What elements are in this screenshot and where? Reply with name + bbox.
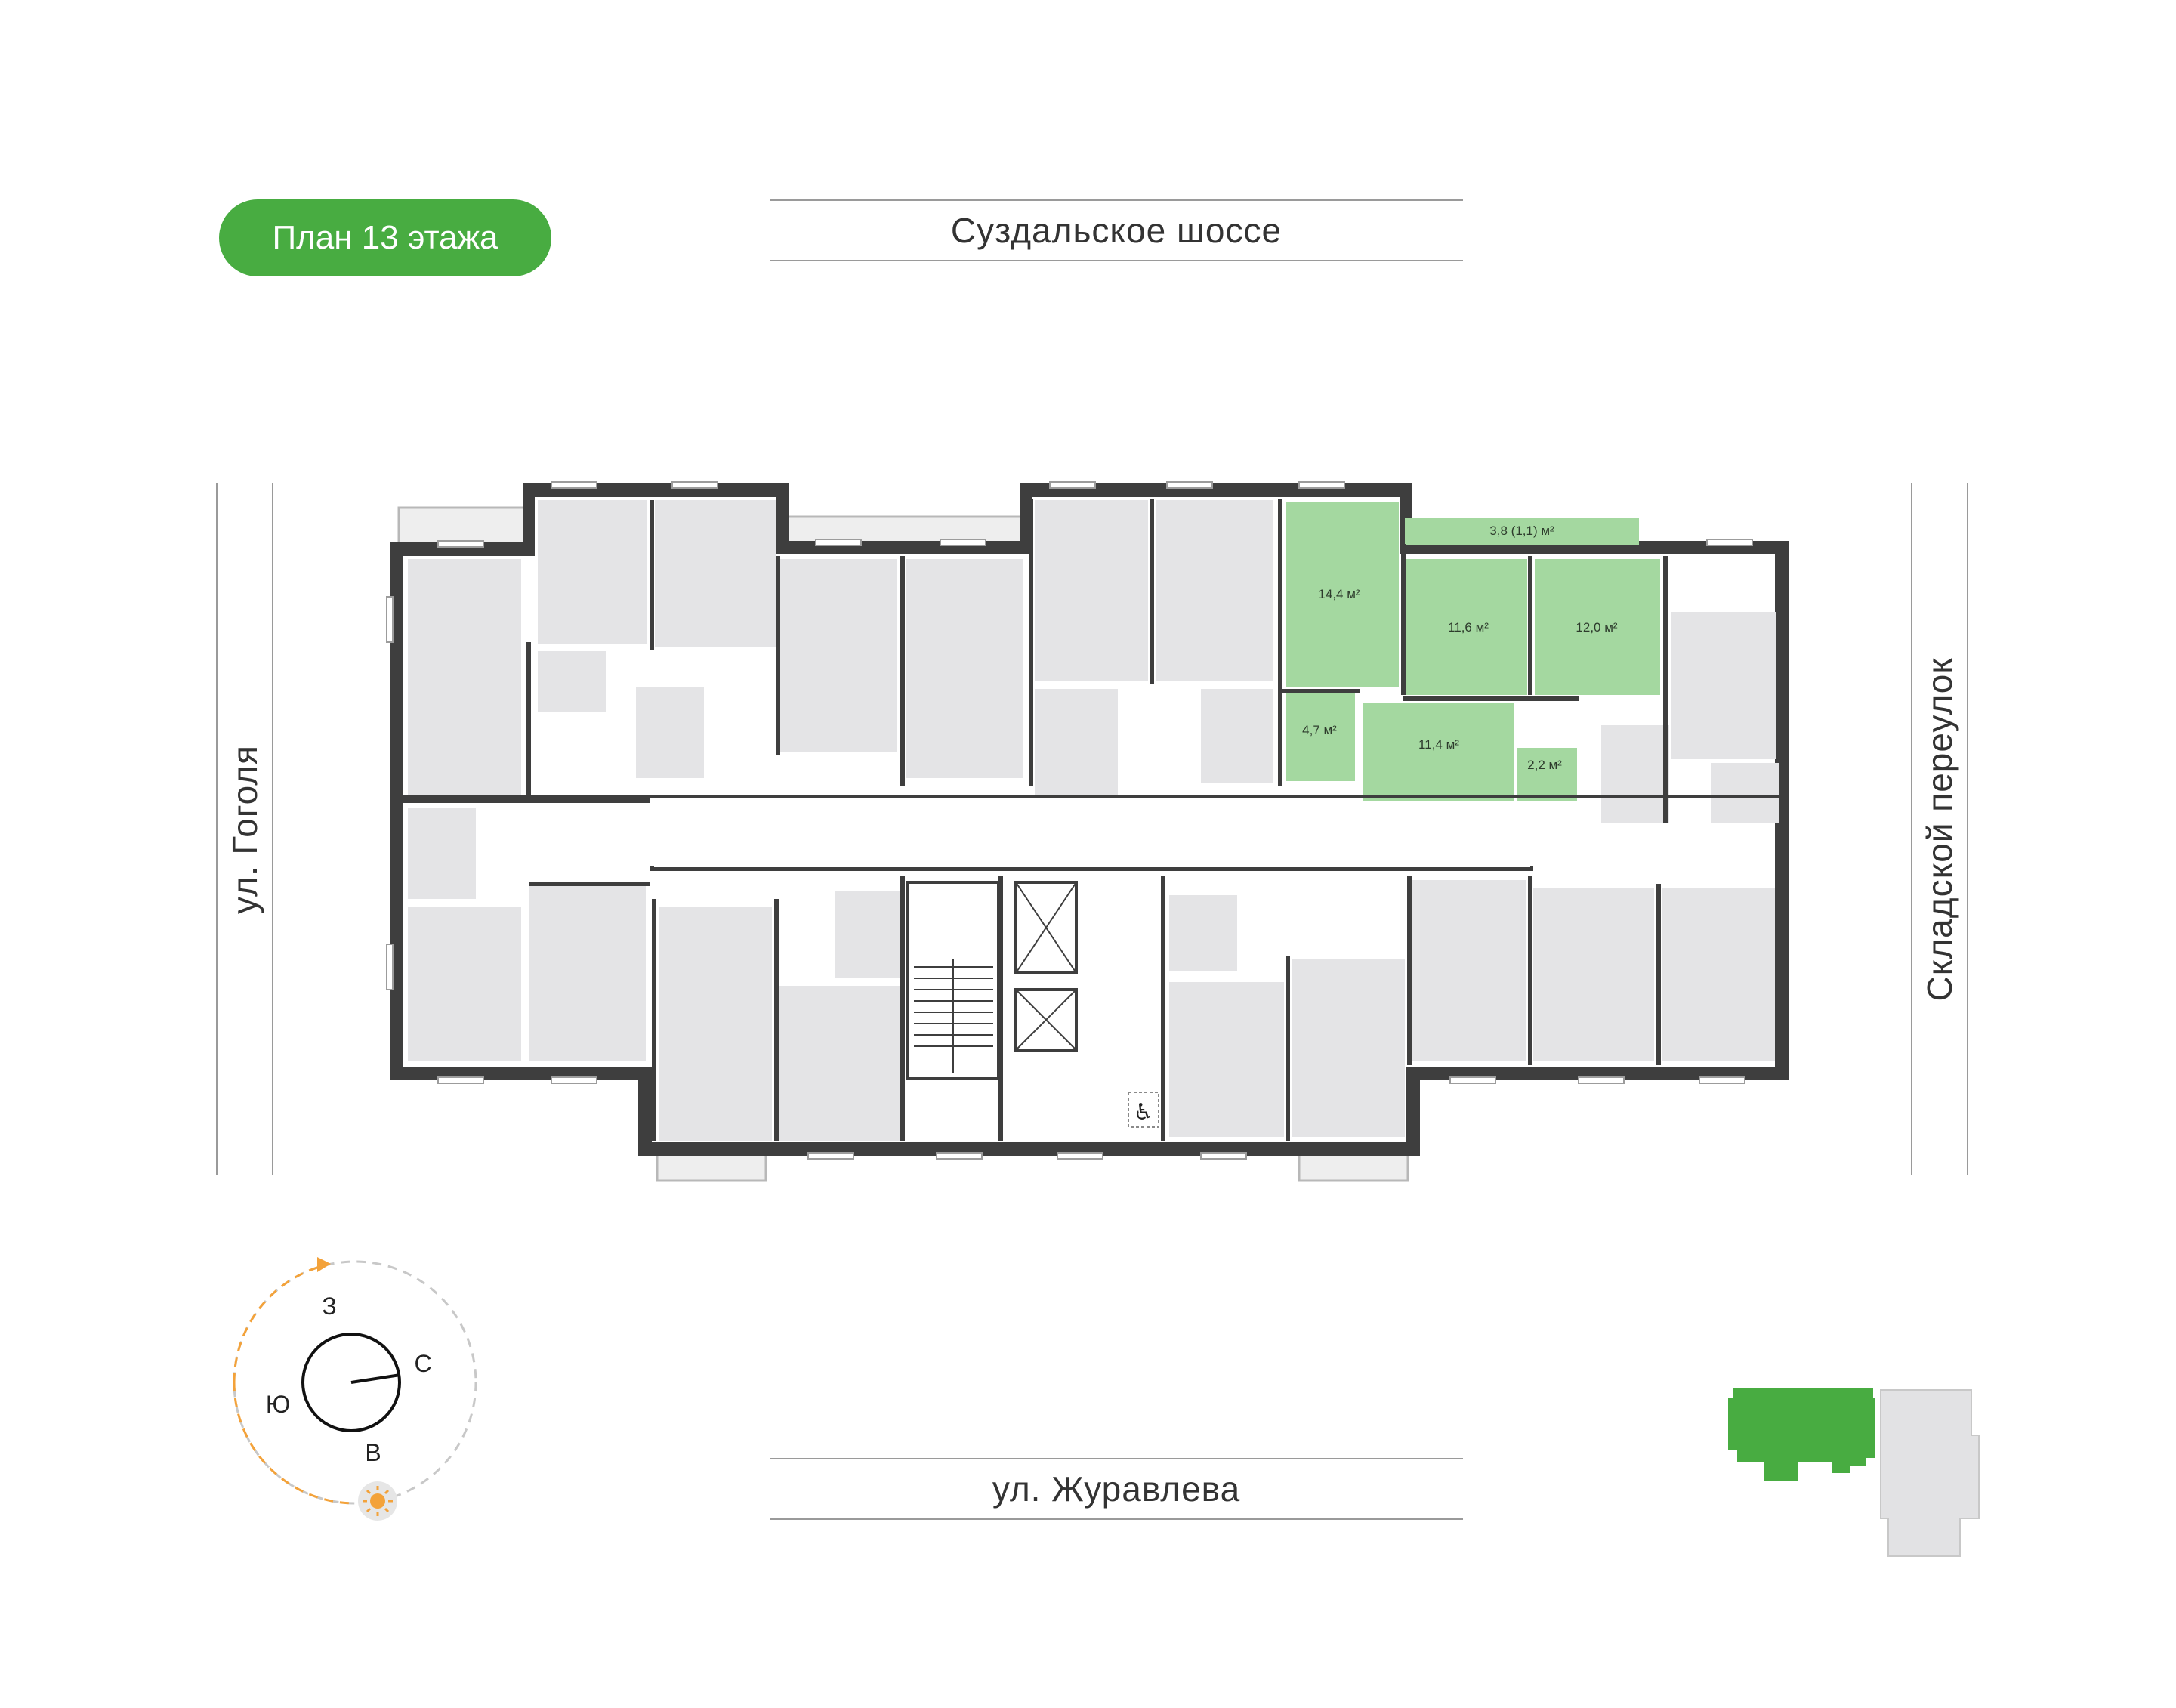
compass-east: В — [365, 1439, 381, 1466]
room — [1671, 612, 1776, 759]
floor-label: План 13 этажа — [272, 219, 498, 256]
room-6-area: 2,2 м² — [1527, 758, 1562, 772]
room — [636, 687, 704, 778]
balcony-area — [1405, 518, 1639, 545]
room-5-area: 11,4 м² — [1418, 737, 1459, 752]
room — [1035, 689, 1118, 795]
wheelchair-icon: ♿ — [1128, 1092, 1159, 1128]
room — [408, 907, 521, 1061]
compass-icon: З С Ю В — [233, 1257, 477, 1521]
room-4 — [1286, 693, 1355, 781]
room — [779, 986, 900, 1141]
area-labels: 14,4 м² 11,6 м² 12,0 м² 4,7 м² 11,4 м² 2… — [1302, 524, 1618, 772]
minimap-building-grey — [1880, 1389, 1980, 1557]
room — [1292, 959, 1405, 1137]
compass-needle — [350, 1373, 401, 1384]
room-1-area: 14,4 м² — [1318, 587, 1360, 601]
elevator-2 — [1014, 988, 1078, 1052]
street-top: Суздальское шоссе — [770, 199, 1463, 261]
room-6 — [1517, 748, 1577, 801]
interior-walls — [400, 499, 1782, 1141]
room-2 — [1406, 559, 1527, 695]
room-1 — [1286, 502, 1399, 687]
room — [779, 559, 897, 752]
room — [1601, 725, 1669, 823]
elevator-1 — [1014, 881, 1078, 974]
street-top-label: Суздальское шоссе — [950, 211, 1282, 250]
room — [1412, 880, 1526, 1061]
highlighted-apartment — [1286, 502, 1660, 801]
room — [659, 907, 772, 1141]
room — [1533, 888, 1654, 1061]
room-3 — [1535, 559, 1660, 695]
rooms-grey — [408, 500, 1779, 1141]
street-bottom-label: ул. Журавлева — [992, 1469, 1241, 1509]
room — [408, 559, 521, 801]
compass-north: С — [414, 1350, 431, 1377]
compass-west: З — [322, 1293, 336, 1320]
room — [1156, 500, 1273, 681]
room-4-area: 4,7 м² — [1302, 723, 1337, 737]
svg-text:♿: ♿ — [1134, 1099, 1154, 1126]
room — [655, 500, 776, 647]
room — [835, 891, 901, 978]
balcony-area-label: 3,8 (1,1) м² — [1489, 524, 1554, 538]
site-minimap — [1728, 1388, 1980, 1557]
compass-south: Ю — [266, 1391, 290, 1418]
minimap-building-highlight — [1728, 1388, 1875, 1481]
room — [538, 651, 606, 712]
room — [1201, 689, 1273, 783]
balcony-left — [397, 506, 527, 545]
core — [906, 881, 1078, 1080]
room-5 — [1363, 703, 1514, 801]
room-2-area: 11,6 м² — [1448, 620, 1489, 635]
street-left: ул. Гоголя — [216, 483, 273, 1175]
sun-icon — [358, 1481, 397, 1521]
street-bottom: ул. Журавлева — [770, 1458, 1463, 1520]
room — [1662, 888, 1775, 1061]
room — [1035, 500, 1148, 681]
street-right: Складской переулок — [1911, 483, 1968, 1175]
windows — [386, 481, 1753, 1160]
corridor — [654, 807, 1530, 867]
room — [1169, 895, 1237, 971]
room — [1169, 982, 1284, 1137]
room — [529, 884, 646, 1061]
room — [906, 559, 1023, 778]
room — [408, 808, 476, 899]
room — [1711, 763, 1779, 823]
stairs — [906, 881, 1000, 1080]
room-3-area: 12,0 м² — [1576, 620, 1617, 635]
room — [538, 500, 647, 644]
floor-badge: План 13 этажа — [219, 199, 551, 276]
